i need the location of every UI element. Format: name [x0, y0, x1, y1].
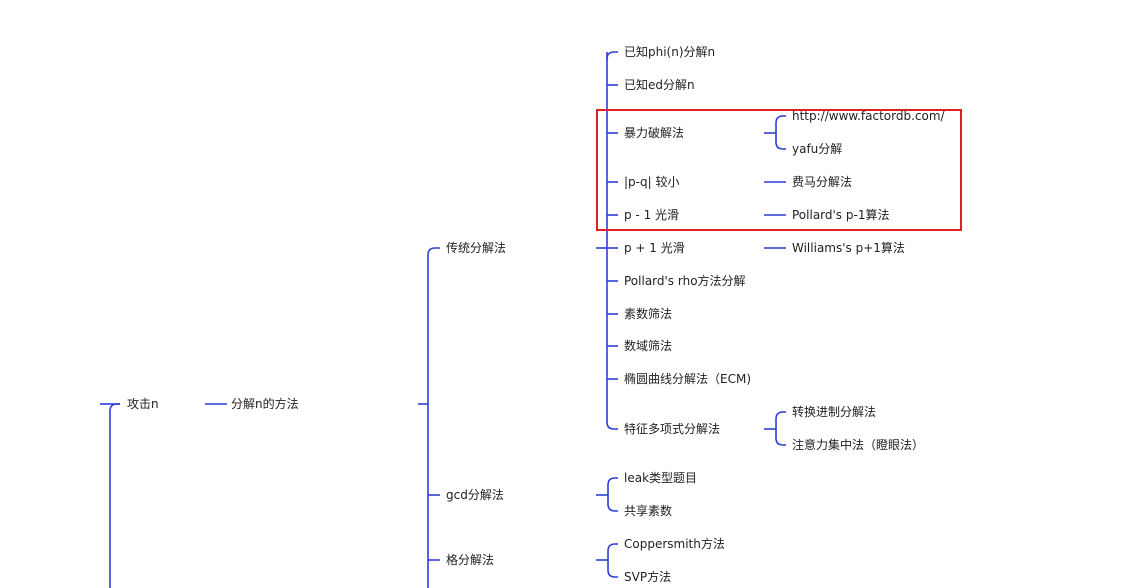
- node-yafu[interactable]: yafu分解: [792, 142, 843, 156]
- node-leak[interactable]: leak类型题目: [624, 471, 698, 485]
- node-fermat[interactable]: 费马分解法: [792, 175, 853, 189]
- brute-trunk: [775, 115, 786, 150]
- node-brute-force[interactable]: 暴力破解法: [624, 126, 685, 140]
- root-trunk: [109, 403, 120, 588]
- node-ecm[interactable]: 椭圆曲线分解法（ECM): [624, 372, 751, 386]
- node-factor-methods[interactable]: 分解n的方法: [231, 397, 299, 411]
- node-known-ed[interactable]: 已知ed分解n: [624, 78, 695, 92]
- node-char-poly[interactable]: 特征多项式分解法: [624, 422, 721, 436]
- node-attack-n[interactable]: 攻击n: [127, 397, 159, 411]
- highlight-box: [596, 109, 962, 231]
- node-known-phi[interactable]: 已知phi(n)分解n: [624, 45, 716, 59]
- node-p-minus-1[interactable]: p - 1 光滑: [624, 208, 680, 222]
- charpoly-trunk: [775, 411, 786, 446]
- node-coppersmith[interactable]: Coppersmith方法: [624, 537, 725, 551]
- node-factordb[interactable]: http://www.factordb.com/: [792, 109, 945, 123]
- node-p-plus-1[interactable]: p + 1 光滑: [624, 241, 685, 255]
- node-williams-p1[interactable]: Williams's p+1算法: [792, 241, 905, 255]
- node-gcd[interactable]: gcd分解法: [446, 488, 504, 502]
- node-p-q-small[interactable]: |p-q| 较小: [624, 175, 680, 189]
- node-lattice[interactable]: 格分解法: [446, 553, 495, 567]
- node-attention[interactable]: 注意力集中法（瞪眼法）: [792, 438, 925, 452]
- methods-trunk: [427, 247, 440, 588]
- node-number-field-sieve[interactable]: 数域筛法: [624, 339, 673, 353]
- traditional-trunk: [606, 51, 618, 430]
- node-pollard-p1[interactable]: Pollard's p-1算法: [792, 208, 890, 222]
- node-pollard-rho[interactable]: Pollard's rho方法分解: [624, 274, 746, 288]
- node-prime-sieve[interactable]: 素数筛法: [624, 307, 673, 321]
- node-traditional[interactable]: 传统分解法: [446, 241, 507, 255]
- lattice-trunk: [607, 543, 618, 578]
- node-svp[interactable]: SVP方法: [624, 570, 672, 584]
- gcd-trunk: [607, 477, 618, 512]
- node-shared-prime[interactable]: 共享素数: [624, 504, 673, 518]
- node-base-conversion[interactable]: 转换进制分解法: [792, 405, 877, 419]
